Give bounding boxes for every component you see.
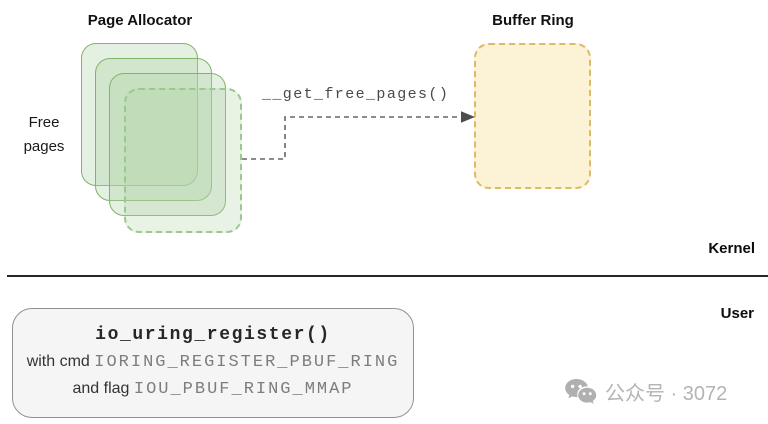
buffer-ring-title: Buffer Ring [492,12,574,29]
get-free-pages-label: __get_free_pages() [262,86,450,103]
cmd-code: IORING_REGISTER_PBUF_RING [94,353,400,372]
free-pages-label: Free pages [23,114,65,155]
kernel-user-divider [7,275,768,277]
buffer-ring-box [474,43,591,189]
watermark-text: 公众号 · 3072 [605,383,728,405]
cmd-prefix: with cmd [26,353,95,370]
watermark: 公众号 · 3072 [564,377,727,406]
flag-prefix: and flag [72,380,134,397]
syscall-flag-line: and flag IOU_PBUF_RING_MMAP [19,376,407,403]
kernel-label: Kernel [708,240,755,257]
wechat-icon [565,378,597,404]
syscall-title: io_uring_register() [95,325,331,345]
io-uring-register-box: io_uring_register() with cmd IORING_REGI… [12,308,414,418]
free-page-allocated [124,88,242,233]
syscall-cmd-line: with cmd IORING_REGISTER_PBUF_RING [19,349,407,376]
page-allocator-title: Page Allocator [87,12,193,29]
user-label: User [720,305,754,322]
flag-code: IOU_PBUF_RING_MMAP [133,380,354,399]
